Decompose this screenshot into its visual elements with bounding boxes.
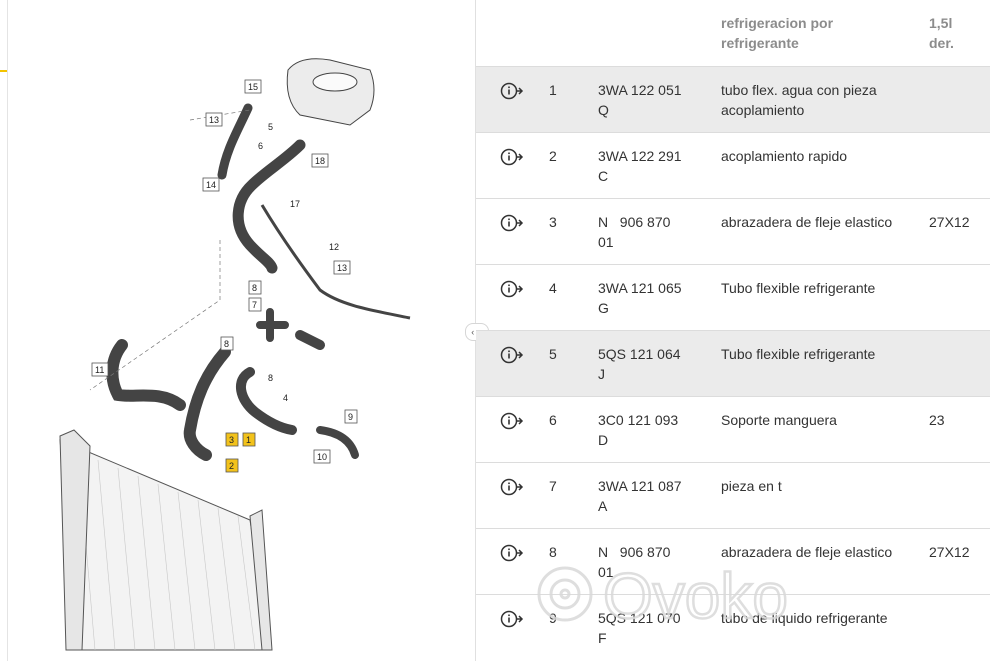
part-description: pieza en t (721, 478, 782, 494)
radiator (59, 429, 273, 651)
svg-text:9: 9 (348, 412, 353, 422)
svg-text:17: 17 (290, 199, 300, 209)
position-number: 8 (549, 544, 557, 560)
part-description: abrazadera de fleje elastico (721, 214, 893, 230)
info-arrow-icon[interactable] (500, 477, 524, 497)
info-arrow-icon[interactable] (500, 279, 524, 299)
svg-text:15: 15 (248, 82, 258, 92)
position-number: 1 (549, 82, 557, 98)
svg-text:7: 7 (252, 300, 257, 310)
svg-text:2: 2 (229, 461, 234, 471)
parts-diagram-pane: 15 13 5 6 18 14 17 12 13 8 7 8 8 11 4 9 (0, 0, 462, 661)
svg-text:6: 6 (258, 141, 263, 151)
edge-accent (0, 70, 7, 72)
position-number: 3 (549, 214, 557, 230)
svg-text:3: 3 (229, 435, 234, 445)
svg-text:4: 4 (283, 393, 288, 403)
part-description: Soporte manguera (721, 412, 837, 428)
svg-text:8: 8 (252, 283, 257, 293)
header-description: refrigeracion por refrigerante (721, 15, 834, 51)
info-arrow-icon[interactable] (500, 345, 524, 365)
info-arrow-icon[interactable] (500, 411, 524, 431)
part-description: tubo de liquido refrigerante (721, 610, 888, 626)
svg-text:10: 10 (317, 452, 327, 462)
svg-text:13: 13 (337, 263, 347, 273)
part-description: Tubo flexible refrigerante (721, 346, 876, 362)
header-quantity: 1,5l der. (929, 15, 954, 51)
svg-text:18: 18 (315, 156, 325, 166)
part-spec: 27X12 (929, 544, 970, 560)
position-number: 7 (549, 478, 557, 494)
part-description: acoplamiento rapido (721, 148, 848, 164)
callout-labels: 15 13 5 6 18 14 17 12 13 8 7 8 8 11 4 9 (91, 79, 358, 473)
info-arrow-icon[interactable] (500, 213, 524, 233)
part-description: abrazadera de fleje elastico (721, 544, 893, 560)
info-arrow-icon[interactable] (500, 543, 524, 563)
part-spec: 27X12 (929, 214, 970, 230)
position-number: 2 (549, 148, 557, 164)
svg-text:11: 11 (95, 365, 104, 375)
part-description: tubo flex. agua con pieza acoplamiento (721, 82, 877, 118)
svg-text:8: 8 (268, 373, 273, 383)
table-header: refrigeracion por refrigerante 1,5l der. (476, 0, 990, 67)
svg-text:13: 13 (209, 115, 219, 125)
svg-text:1: 1 (246, 435, 251, 445)
position-number: 5 (549, 346, 557, 362)
edge-divider (7, 0, 8, 661)
svg-text:5: 5 (268, 122, 273, 132)
svg-text:12: 12 (329, 242, 339, 252)
part-spec: 23 (929, 412, 945, 428)
parts-diagram: 15 13 5 6 18 14 17 12 13 8 7 8 8 11 4 9 (59, 58, 411, 651)
info-arrow-icon[interactable] (500, 609, 524, 629)
position-number: 9 (549, 610, 557, 626)
parts-table: refrigeracion por refrigerante 1,5l der.… (476, 0, 990, 660)
svg-text:8: 8 (224, 339, 229, 349)
expansion-tank (286, 58, 375, 126)
svg-text:14: 14 (206, 180, 216, 190)
part-description: Tubo flexible refrigerante (721, 280, 876, 296)
position-number: 6 (549, 412, 557, 428)
info-arrow-icon[interactable] (500, 81, 524, 101)
info-arrow-icon[interactable] (500, 147, 524, 167)
position-number: 4 (549, 280, 557, 296)
